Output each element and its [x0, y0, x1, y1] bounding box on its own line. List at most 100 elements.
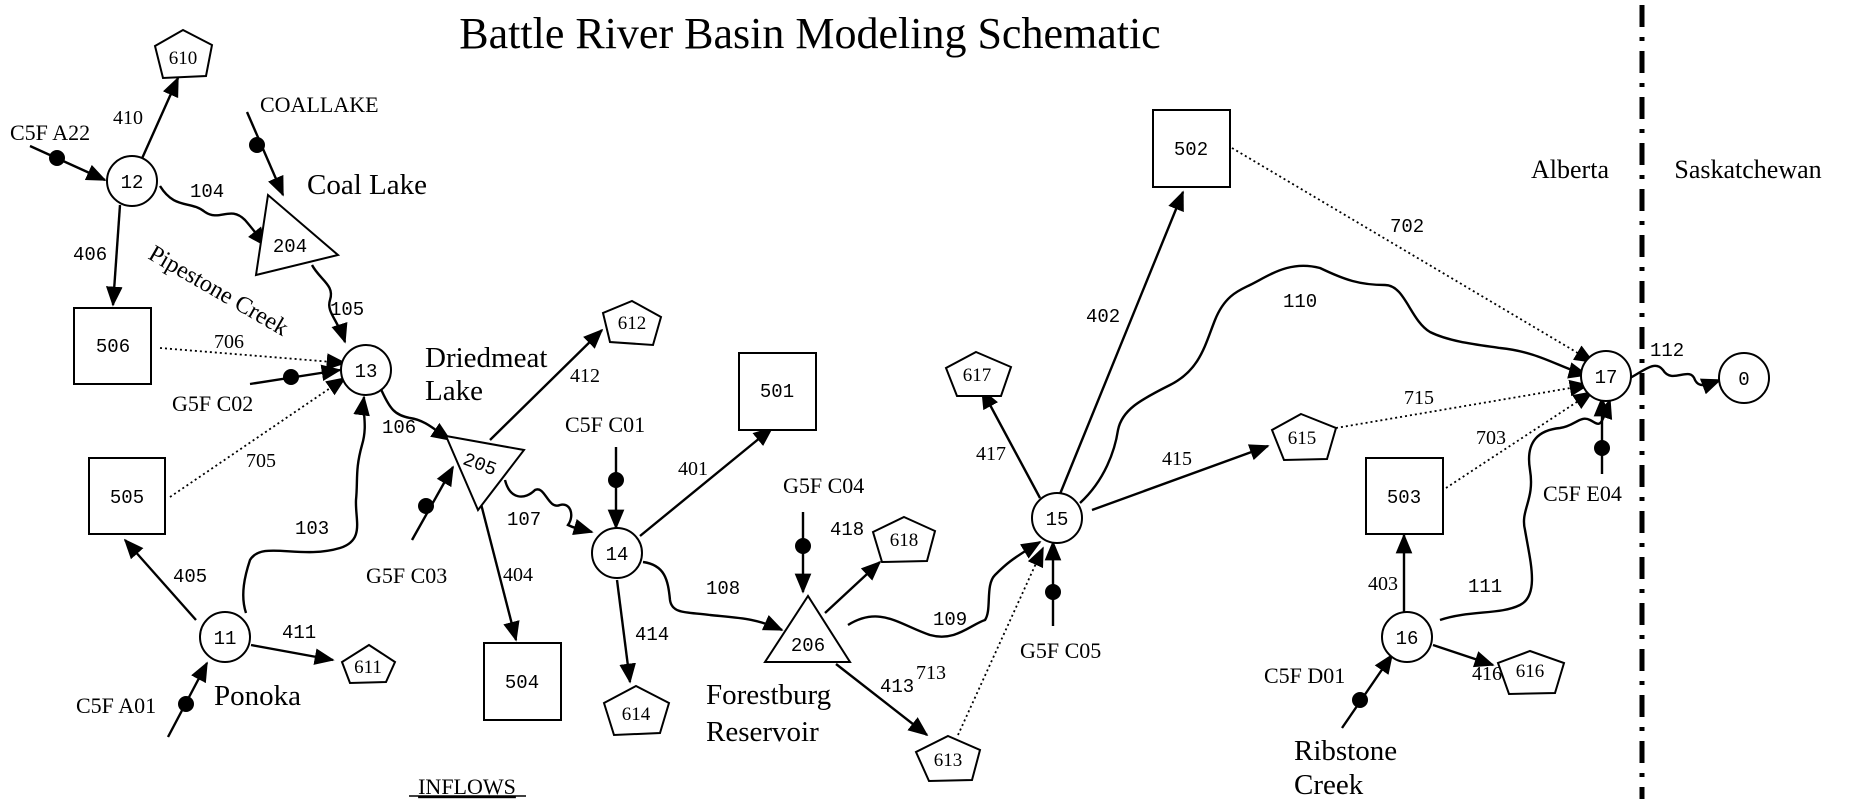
node-502[interactable]: 502	[1152, 109, 1231, 188]
inflow-arrow-coallake	[245, 111, 285, 197]
diagram-title: Battle River Basin Modeling Schematic	[459, 9, 1160, 58]
label-413: 413	[880, 676, 914, 698]
label-402: 402	[1086, 306, 1120, 328]
pentagon-nodes: 610 611 612 613 614 615 616 617 618	[153, 28, 1566, 783]
reservoir-nodes: 204 205 206	[254, 193, 852, 663]
inflow-label-c04: G5F C04	[783, 473, 864, 498]
label-forestburg-line2: Reservoir	[706, 716, 819, 748]
svg-text:612: 612	[618, 313, 647, 334]
link-107	[503, 479, 594, 535]
svg-text:204: 204	[273, 236, 307, 258]
node-615[interactable]: 615	[1270, 412, 1338, 462]
link-106	[378, 386, 452, 441]
node-503[interactable]: 503	[1365, 457, 1444, 535]
node-618[interactable]: 618	[871, 515, 937, 564]
label-forestburg-line1: Forestburg	[706, 679, 831, 711]
label-111: 111	[1468, 576, 1502, 598]
inflow-marker-d01	[1352, 692, 1368, 708]
link-111	[1439, 398, 1613, 622]
node-613[interactable]: 613	[914, 734, 982, 783]
svg-text:504: 504	[505, 672, 539, 694]
svg-text:15: 15	[1046, 509, 1069, 531]
label-405: 405	[173, 566, 207, 588]
inflow-marker-c02	[283, 369, 299, 385]
link-112	[1629, 364, 1722, 395]
node-12[interactable]: 12	[106, 155, 158, 207]
inflow-label-a01: C5F A01	[76, 693, 156, 718]
label-416: 416	[1472, 663, 1502, 685]
inflow-label-c01: C5F C01	[565, 412, 645, 437]
inflow-label-e04: C5F E04	[1543, 481, 1622, 506]
link-706	[159, 347, 347, 370]
svg-text:501: 501	[760, 381, 794, 403]
svg-text:611: 611	[354, 657, 382, 678]
inflow-label-d01: C5F D01	[1264, 663, 1345, 688]
label-403: 403	[1368, 573, 1398, 595]
label-ribstone-line2: Creek	[1294, 769, 1364, 799]
inflow-labels: C5F A22 COALLAKE G5F C02 G5F C03 C5F A01…	[10, 92, 1622, 718]
link-418	[824, 560, 882, 614]
svg-text:0: 0	[1738, 369, 1749, 391]
node-506[interactable]: 506	[73, 307, 152, 385]
link-405	[123, 538, 197, 621]
link-415	[1091, 444, 1270, 512]
label-703: 703	[1476, 427, 1506, 449]
node-0[interactable]: 0	[1718, 352, 1770, 404]
label-coal-lake: Coal Lake	[307, 169, 427, 201]
node-612[interactable]: 612	[601, 299, 663, 347]
inflow-marker-a22	[49, 150, 65, 166]
node-501[interactable]: 501	[738, 352, 817, 431]
link-715	[1335, 379, 1590, 429]
region-alberta: Alberta	[1531, 155, 1609, 184]
node-611[interactable]: 611	[340, 643, 397, 685]
svg-text:503: 503	[1387, 487, 1421, 509]
node-11[interactable]: 11	[199, 611, 251, 663]
node-15[interactable]: 15	[1031, 492, 1083, 544]
node-505[interactable]: 505	[88, 457, 166, 535]
label-702: 702	[1390, 216, 1424, 238]
inflow-arrow-d01	[1341, 653, 1393, 729]
svg-text:505: 505	[110, 487, 144, 509]
link-417	[980, 388, 1042, 499]
link-703	[1445, 391, 1594, 489]
node-610[interactable]: 610	[153, 28, 214, 80]
node-504[interactable]: 504	[483, 642, 562, 721]
link-402	[1058, 190, 1185, 495]
node-16[interactable]: 16	[1381, 611, 1433, 663]
square-nodes: 506 505 504 501 502 503	[73, 109, 1444, 721]
node-14[interactable]: 14	[591, 527, 643, 579]
label-412: 412	[570, 365, 600, 387]
link-406	[105, 204, 123, 307]
link-104	[158, 185, 268, 248]
svg-text:11: 11	[214, 628, 237, 650]
label-713: 713	[916, 662, 946, 684]
svg-text:17: 17	[1595, 367, 1618, 389]
node-616[interactable]: 616	[1496, 649, 1566, 696]
label-406: 406	[73, 244, 107, 266]
svg-text:13: 13	[355, 361, 378, 383]
link-401	[639, 426, 774, 537]
inflow-arrows	[29, 111, 1611, 738]
node-13[interactable]: 13	[340, 344, 392, 396]
svg-text:613: 613	[934, 750, 963, 771]
link-410	[138, 76, 180, 164]
node-17[interactable]: 17	[1580, 350, 1632, 402]
reservoir-204[interactable]: 204	[254, 193, 341, 277]
reservoir-206[interactable]: 206	[763, 594, 852, 663]
svg-text:16: 16	[1396, 628, 1419, 650]
label-401: 401	[678, 458, 708, 480]
node-617[interactable]: 617	[944, 350, 1013, 397]
svg-text:610: 610	[169, 48, 198, 69]
inflow-marker-a01	[178, 696, 194, 712]
reservoir-205[interactable]: 205	[444, 434, 526, 512]
node-614[interactable]: 614	[602, 684, 671, 737]
place-labels: Coal Lake Pipestone Creek Driedmeat Lake…	[144, 169, 1397, 799]
link-109	[847, 540, 1042, 638]
label-106: 106	[382, 417, 416, 439]
label-108: 108	[706, 578, 740, 600]
label-105: 105	[330, 299, 364, 321]
inflow-marker-c04	[795, 538, 811, 554]
link-404	[478, 499, 520, 642]
label-104: 104	[190, 181, 224, 203]
inflow-marker-c05	[1045, 584, 1061, 600]
